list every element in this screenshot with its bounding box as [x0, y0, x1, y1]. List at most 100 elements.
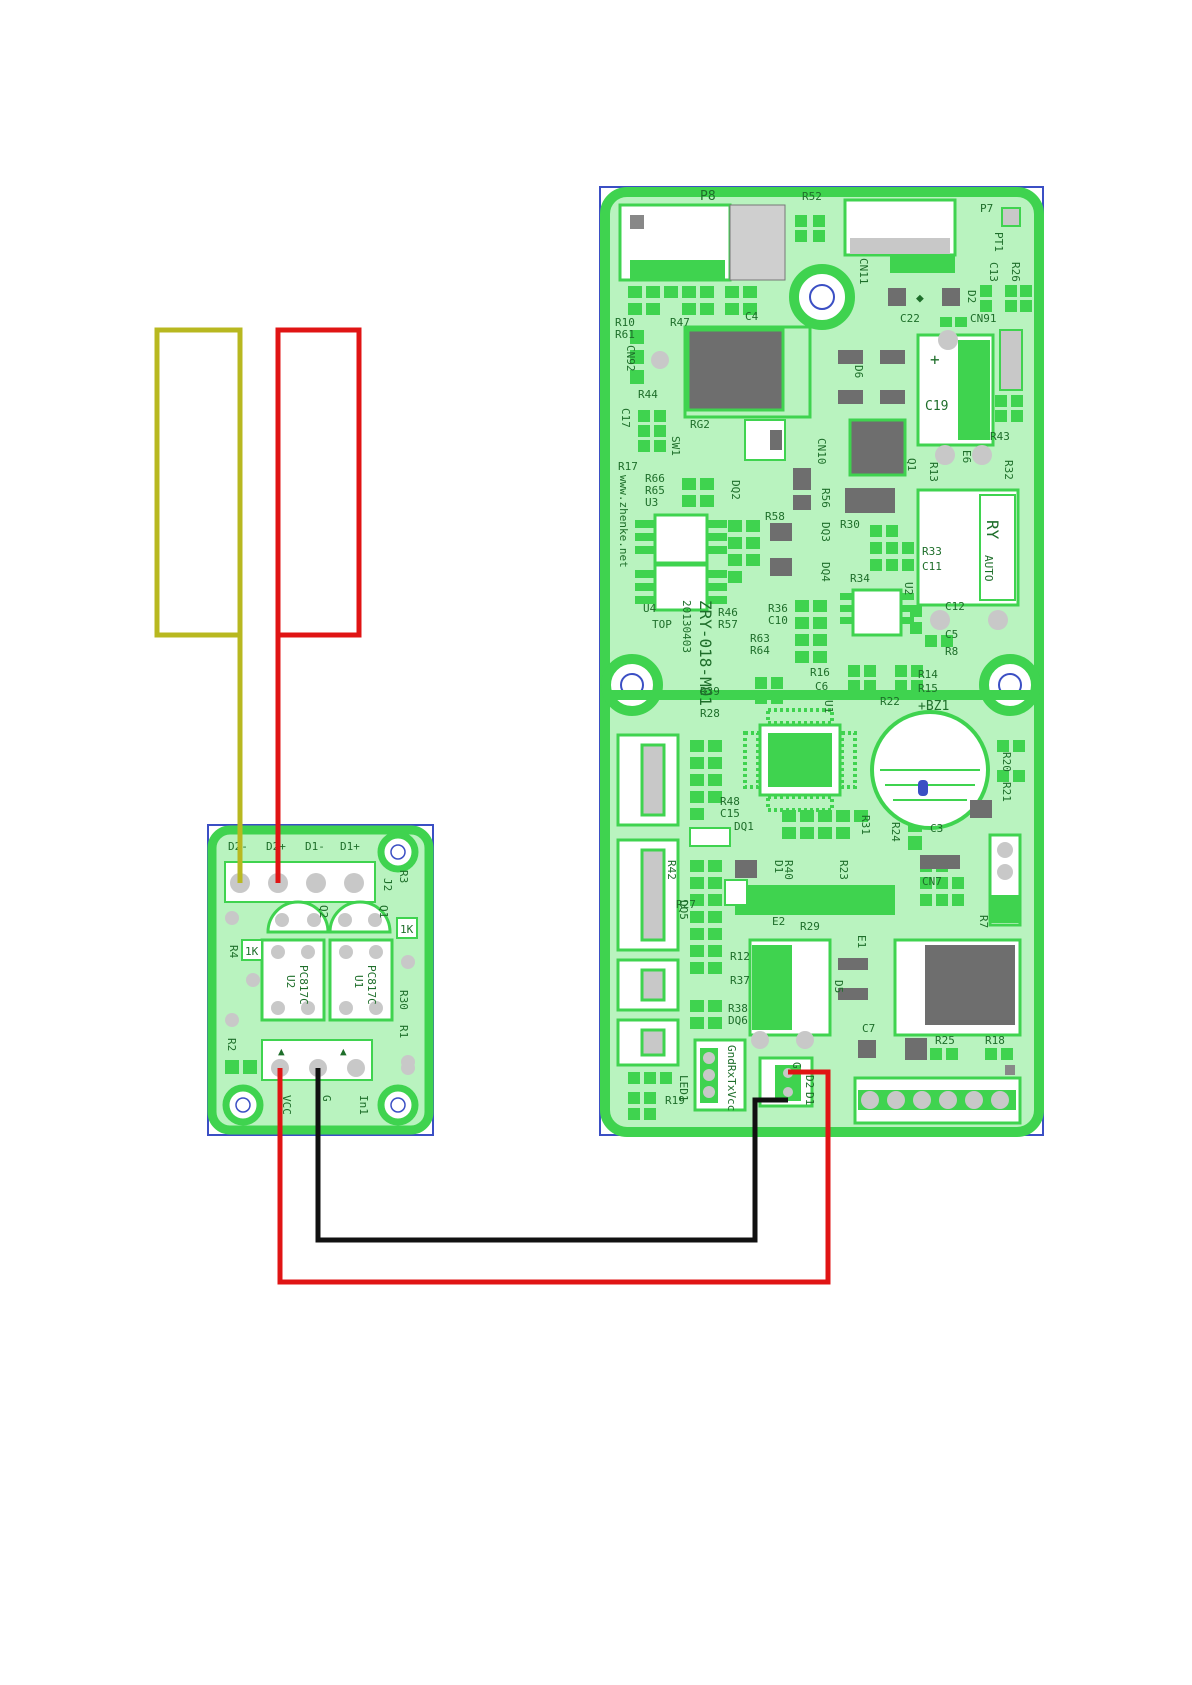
svg-text:R47: R47: [670, 316, 690, 329]
label-vcc: VCC: [280, 1095, 293, 1115]
svg-text:C13: C13: [987, 262, 1000, 282]
svg-text:D2: D2: [965, 290, 978, 303]
buzzer-bz1: +BZ1: [870, 699, 990, 830]
svg-text:D1: D1: [803, 1092, 816, 1105]
header-label-d1-minus: D1-: [305, 840, 325, 853]
svg-text:Q2: Q2: [317, 905, 330, 918]
svg-text:R48: R48: [720, 795, 740, 808]
svg-text:Q1: Q1: [377, 905, 390, 918]
svg-text:R26: R26: [1009, 262, 1022, 282]
svg-text:SW1: SW1: [669, 436, 682, 456]
capacitor-e2: [735, 885, 895, 915]
svg-text:DQ5: DQ5: [677, 900, 690, 920]
svg-text:C6: C6: [815, 680, 828, 693]
label-bz1: +BZ1: [918, 699, 949, 714]
svg-text:CN92: CN92: [624, 345, 637, 372]
svg-text:D6: D6: [852, 365, 865, 378]
svg-text:R20: R20: [1000, 752, 1013, 772]
svg-text:▲: ▲: [340, 1045, 347, 1058]
svg-text:DQ6: DQ6: [728, 1014, 748, 1027]
svg-text:DQ3: DQ3: [819, 522, 832, 542]
svg-text:R65: R65: [645, 484, 665, 497]
svg-text:R16: R16: [810, 666, 830, 679]
svg-text:U3: U3: [645, 496, 658, 509]
svg-text:R34: R34: [850, 572, 870, 585]
svg-text:R52: R52: [802, 190, 822, 203]
svg-text:Q1: Q1: [905, 458, 918, 471]
svg-text:LED1: LED1: [677, 1075, 690, 1102]
mcu-u1: [743, 708, 857, 812]
svg-text:U1: U1: [822, 700, 835, 713]
wires: [154, 327, 831, 1285]
website: www.zhenke.net: [617, 475, 630, 568]
svg-text:R13: R13: [927, 462, 940, 482]
top-label: TOP: [652, 618, 672, 631]
svg-text:CN10: CN10: [815, 438, 828, 465]
svg-text:RG2: RG2: [690, 418, 710, 431]
hatched-area: [729, 204, 786, 281]
wire-red-probe: [275, 327, 362, 883]
main-board: P8 R52 P7: [599, 186, 1044, 1137]
svg-text:DQ1: DQ1: [734, 820, 754, 833]
svg-text:U4: U4: [643, 602, 657, 615]
svg-text:▲: ▲: [278, 1045, 285, 1058]
svg-text:R1: R1: [397, 1025, 410, 1038]
svg-text:R21: R21: [1000, 782, 1013, 802]
svg-text:R12: R12: [730, 950, 750, 963]
svg-text:R31: R31: [859, 815, 872, 835]
svg-text:C4: C4: [745, 310, 759, 323]
svg-text:R58: R58: [765, 510, 785, 523]
svg-text:D2: D2: [803, 1075, 816, 1088]
opto-1-label: PC817C: [365, 965, 378, 1005]
svg-text:R14: R14: [918, 668, 938, 681]
wire-yellow-probe: [154, 327, 243, 883]
svg-text:R36: R36: [768, 602, 788, 615]
component-q1: [848, 418, 907, 477]
label-uart: GndRxTxVcc: [725, 1045, 738, 1111]
svg-text:R18: R18: [985, 1034, 1005, 1047]
svg-text:PT1: PT1: [992, 232, 1005, 252]
wire-red-power: [277, 1068, 831, 1285]
svg-text:J2: J2: [381, 878, 394, 891]
svg-text:R33: R33: [922, 545, 942, 558]
svg-text:R32: R32: [1002, 460, 1015, 480]
relay-text: RY: [983, 520, 1002, 540]
svg-text:R40: R40: [782, 860, 795, 880]
svg-text:R3: R3: [397, 870, 410, 883]
svg-text:C19: C19: [925, 399, 948, 414]
svg-text:C12: C12: [945, 600, 965, 613]
svg-text:G: G: [790, 1062, 803, 1069]
svg-text:R25: R25: [935, 1034, 955, 1047]
label-in1: In1: [357, 1095, 370, 1115]
svg-text:1K: 1K: [245, 945, 259, 958]
svg-text:R4: R4: [227, 945, 240, 959]
svg-text:R30: R30: [397, 990, 410, 1010]
svg-text:R30: R30: [840, 518, 860, 531]
label-p8: P8: [700, 189, 716, 204]
svg-text:DQ2: DQ2: [729, 480, 742, 500]
svg-text:E2: E2: [772, 915, 785, 928]
svg-text:R46: R46: [718, 606, 738, 619]
regulator-rg2: [686, 328, 785, 412]
pad-d1-minus: [306, 873, 326, 893]
model-text: ZRY-018-M01: [696, 600, 715, 706]
svg-text:R24: R24: [889, 822, 902, 842]
svg-text:U2: U2: [902, 582, 915, 595]
svg-text:R43: R43: [990, 430, 1010, 443]
svg-text:U2: U2: [284, 975, 297, 988]
ic-u3: [635, 513, 727, 565]
svg-text:C17: C17: [619, 408, 632, 428]
svg-text:CN11: CN11: [857, 258, 870, 285]
svg-text:R38: R38: [728, 1002, 748, 1015]
pad-d1-plus: [344, 873, 364, 893]
pad-in1: [347, 1059, 365, 1077]
svg-text:R29: R29: [800, 920, 820, 933]
svg-text:R22: R22: [880, 695, 900, 708]
date-code: 20130403: [680, 600, 693, 653]
svg-text:E6: E6: [960, 450, 973, 463]
svg-text:R56: R56: [819, 488, 832, 508]
svg-text:P7: P7: [980, 202, 993, 215]
svg-text:R15: R15: [918, 682, 938, 695]
svg-text:R66: R66: [645, 472, 665, 485]
svg-text:R19: R19: [665, 1094, 685, 1107]
